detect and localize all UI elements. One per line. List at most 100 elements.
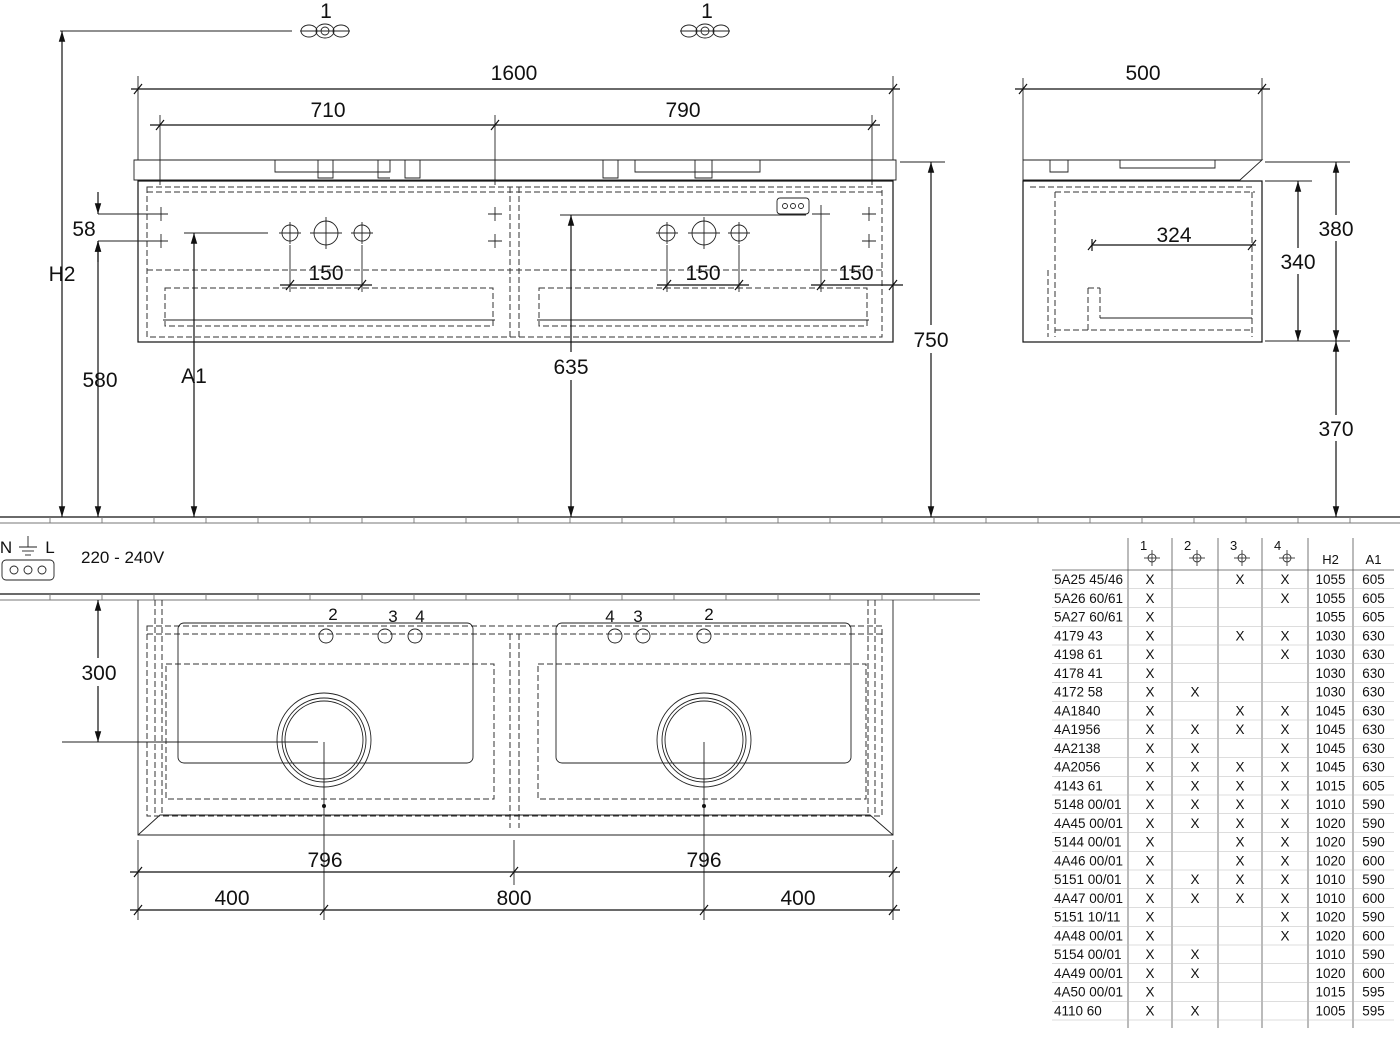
live-symbol: L	[45, 538, 54, 557]
dim-750-label: 750	[913, 329, 948, 352]
tap-label-right-2: 2	[704, 605, 713, 624]
table-cell: 605	[1362, 778, 1385, 793]
basin-796-left-label: 796	[307, 849, 342, 872]
electrical-connection: N L 220 - 240V	[0, 536, 165, 581]
front-elevation: 1 1 H2 1600 710 790	[49, 0, 955, 517]
table-cell: X	[1145, 910, 1154, 925]
table-cell: X	[1190, 872, 1199, 887]
table-cell: X	[1280, 910, 1289, 925]
table-cell: X	[1145, 797, 1154, 812]
table-row-model: 5151 10/11	[1054, 910, 1121, 925]
table-cell: X	[1145, 610, 1154, 625]
table-cell: X	[1280, 741, 1289, 756]
neutral-symbol: N	[0, 538, 12, 557]
socket-icon	[1, 559, 55, 581]
table-cell: X	[1190, 685, 1199, 700]
table-cell: X	[1145, 853, 1154, 868]
dim-635-label: 635	[553, 356, 588, 379]
table-cell: 1045	[1315, 722, 1345, 737]
tap-label-left-4: 4	[415, 607, 424, 626]
table-row-model: 5148 00/01	[1054, 797, 1122, 812]
floor-line	[0, 516, 1400, 524]
table-cell: X	[1190, 966, 1199, 981]
table-cell: X	[1235, 816, 1244, 831]
table-row-model: 4172 58	[1054, 685, 1103, 700]
table-row-model: 4A50 00/01	[1054, 985, 1123, 1000]
table-cell: X	[1280, 647, 1289, 662]
width-710-label: 710	[310, 99, 345, 122]
table-cell: 1055	[1315, 610, 1345, 625]
cabinet-body	[137, 180, 894, 343]
table-cell: X	[1235, 891, 1244, 906]
table-cell: X	[1145, 816, 1154, 831]
table-cell: 605	[1362, 610, 1385, 625]
table-cell: 1020	[1315, 966, 1345, 981]
table-cell: X	[1145, 928, 1154, 943]
mounting-points	[154, 205, 876, 248]
table-row-model: 5A25 45/46	[1054, 572, 1123, 587]
table-row-model: 5A27 60/61	[1054, 610, 1123, 625]
table-cell: X	[1280, 872, 1289, 887]
table-row-model: 5151 00/01	[1054, 872, 1122, 887]
table-cell: X	[1235, 835, 1244, 850]
table-cell: 1055	[1315, 572, 1345, 587]
table-cell: 630	[1362, 666, 1385, 681]
table-row-model: 4178 41	[1054, 666, 1103, 681]
table-row-model: 4110 60	[1054, 1003, 1102, 1018]
table-cell: X	[1190, 722, 1199, 737]
table-cell: X	[1145, 628, 1154, 643]
table-cell: 1020	[1315, 910, 1345, 925]
table-cell: X	[1190, 760, 1199, 775]
table-cell: X	[1235, 797, 1244, 812]
table-cell: X	[1235, 778, 1244, 793]
table-header-4: 4	[1274, 538, 1281, 553]
table-cell: X	[1190, 1003, 1199, 1018]
dim-150-mid-label: 150	[685, 262, 720, 285]
table-cell: 590	[1362, 797, 1385, 812]
table-cell: 1015	[1315, 778, 1345, 793]
table-cell: 630	[1362, 703, 1385, 718]
table-cell: 600	[1362, 853, 1385, 868]
table-cell: X	[1145, 778, 1154, 793]
table-cell: X	[1235, 853, 1244, 868]
table-cell: 1030	[1315, 647, 1345, 662]
table-row-model: 4A45 00/01	[1054, 816, 1123, 831]
side-elevation: 500 324 340 380 370	[1015, 62, 1358, 517]
table-cell: X	[1145, 872, 1154, 887]
center-800-label: 800	[496, 887, 531, 910]
table-cell: X	[1145, 685, 1154, 700]
width-1600-label: 1600	[491, 62, 538, 85]
side-cabinet-body	[1022, 180, 1263, 343]
edge-400-left-label: 400	[214, 887, 249, 910]
table-cell: 1010	[1315, 947, 1345, 962]
table-header-h2: H2	[1322, 552, 1339, 567]
table-row-model: 4A47 00/01	[1054, 891, 1123, 906]
table-cell: X	[1280, 928, 1289, 943]
table-cell: 1055	[1315, 591, 1345, 606]
table-cell: X	[1280, 703, 1289, 718]
table-cell: X	[1235, 722, 1244, 737]
table-cell: X	[1190, 816, 1199, 831]
table-cell: X	[1145, 572, 1154, 587]
table-cell: 630	[1362, 760, 1385, 775]
table-cell: 630	[1362, 722, 1385, 737]
table-cell: 1045	[1315, 760, 1345, 775]
table-cell: X	[1190, 947, 1199, 962]
table-cell: X	[1190, 891, 1199, 906]
voltage-label: 220 - 240V	[81, 548, 165, 567]
plan-view: 2 3 4 4 3 2 300 796 796 400 800 400	[0, 593, 980, 920]
table-cell: 630	[1362, 647, 1385, 662]
tap-label-right-4: 4	[605, 607, 614, 626]
table-cell: 595	[1362, 1003, 1385, 1018]
table-cell: 1045	[1315, 741, 1345, 756]
table-cell: X	[1145, 891, 1154, 906]
h2-label: H2	[49, 263, 76, 286]
socket-outlet-icon	[776, 197, 810, 215]
table-cell: 590	[1362, 835, 1385, 850]
a1-label: A1	[181, 365, 207, 388]
table-cell: X	[1145, 985, 1154, 1000]
dim-58-label: 58	[72, 218, 95, 241]
table-cell: X	[1145, 966, 1154, 981]
table-cell: X	[1280, 760, 1289, 775]
table-row-model: 5144 00/01	[1054, 835, 1122, 850]
